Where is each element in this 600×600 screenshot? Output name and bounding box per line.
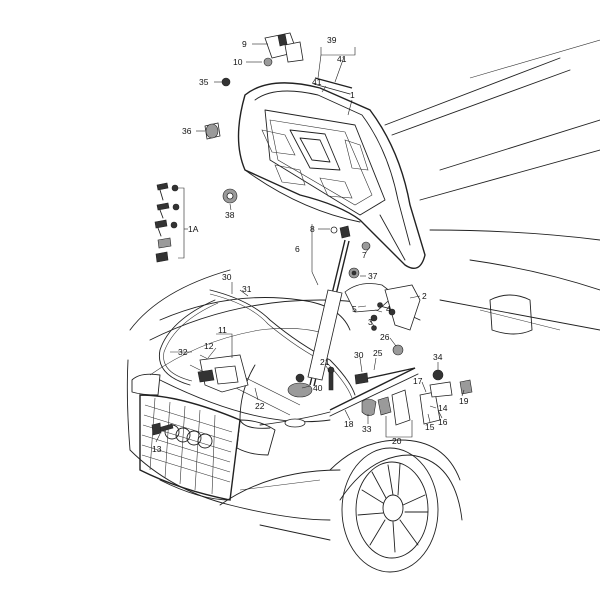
callout-12: 12 — [204, 341, 214, 351]
callout-15: 15 — [425, 422, 435, 432]
callout-37: 37 — [368, 271, 378, 281]
callout-labels: 9 10 35 36 39 41 41 1 38 1A 8 6 7 37 30 … — [152, 35, 469, 454]
callout-21: 21 — [320, 357, 330, 367]
callout-32: 32 — [178, 347, 188, 357]
hood-hinge — [344, 283, 421, 331]
callout-1: 1 — [350, 90, 355, 100]
callout-33: 33 — [362, 424, 372, 434]
callout-8: 8 — [310, 224, 315, 234]
callout-30-mid: 30 — [354, 350, 364, 360]
callout-10: 10 — [233, 57, 243, 67]
leader-lines — [155, 43, 465, 443]
callout-7: 7 — [362, 250, 367, 260]
callout-26: 26 — [380, 332, 390, 342]
hood-buffers — [204, 32, 304, 204]
bolt-group — [154, 182, 180, 263]
callout-30-top: 30 — [222, 272, 232, 282]
callout-11: 11 — [218, 325, 227, 335]
callout-40: 40 — [313, 383, 323, 393]
hood-panel — [237, 77, 426, 269]
callout-2: 2 — [422, 291, 427, 301]
callout-22: 22 — [255, 401, 265, 411]
engine-bay — [149, 239, 473, 436]
callout-13: 13 — [152, 444, 162, 454]
callout-17: 17 — [413, 376, 423, 386]
callout-41-top: 41 — [337, 54, 347, 64]
callout-20: 20 — [392, 436, 402, 446]
callout-4: 4 — [386, 304, 391, 314]
callout-9: 9 — [242, 39, 247, 49]
callout-39: 39 — [327, 35, 337, 45]
callout-35: 35 — [199, 77, 209, 87]
callout-6: 6 — [295, 244, 300, 254]
car-body — [126, 39, 600, 573]
strut-mounts — [330, 225, 377, 331]
callout-18: 18 — [344, 419, 354, 429]
callout-31: 31 — [242, 284, 252, 294]
callout-1A: 1A — [188, 224, 199, 234]
callout-3: 3 — [368, 317, 373, 327]
callout-36: 36 — [182, 126, 192, 136]
front-grille — [131, 373, 276, 501]
callout-25: 25 — [373, 348, 383, 358]
callout-14: 14 — [438, 403, 448, 413]
callout-16: 16 — [438, 417, 448, 427]
callout-38: 38 — [225, 210, 235, 220]
callout-19: 19 — [459, 396, 469, 406]
callout-41-lower: 41 — [312, 77, 322, 87]
callout-34: 34 — [433, 352, 443, 362]
callout-5: 5 — [352, 304, 357, 314]
